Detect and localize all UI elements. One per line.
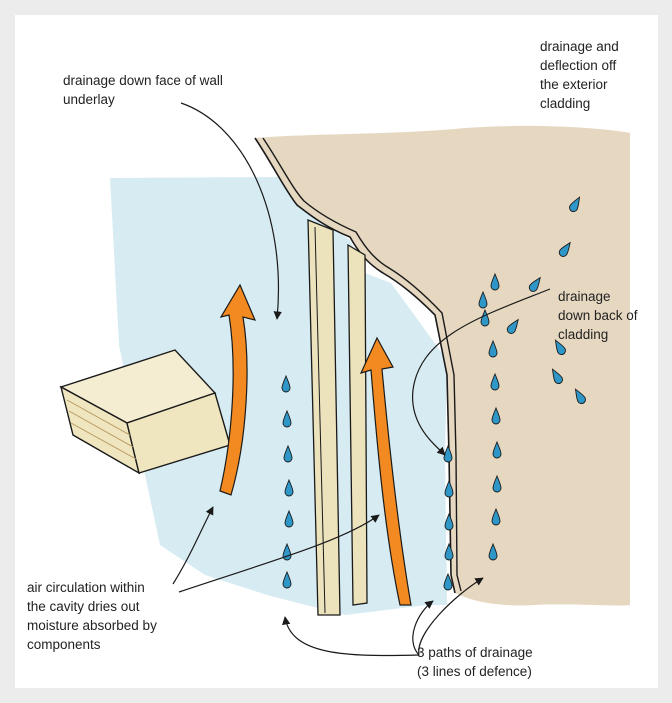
- diagram-frame: drainage down face of wall underlay drai…: [15, 15, 658, 688]
- label-three-paths: 3 paths of drainage (3 lines of defence): [417, 643, 533, 681]
- label-air-circulation: air circulation within the cavity dries …: [27, 578, 157, 654]
- leader-drainage-1: [285, 617, 419, 656]
- label-cladding-deflection: drainage and deflection off the exterior…: [540, 37, 619, 113]
- label-wall-underlay-drainage: drainage down face of wall underlay: [63, 71, 223, 109]
- label-back-of-cladding: drainage down back of cladding: [558, 287, 638, 344]
